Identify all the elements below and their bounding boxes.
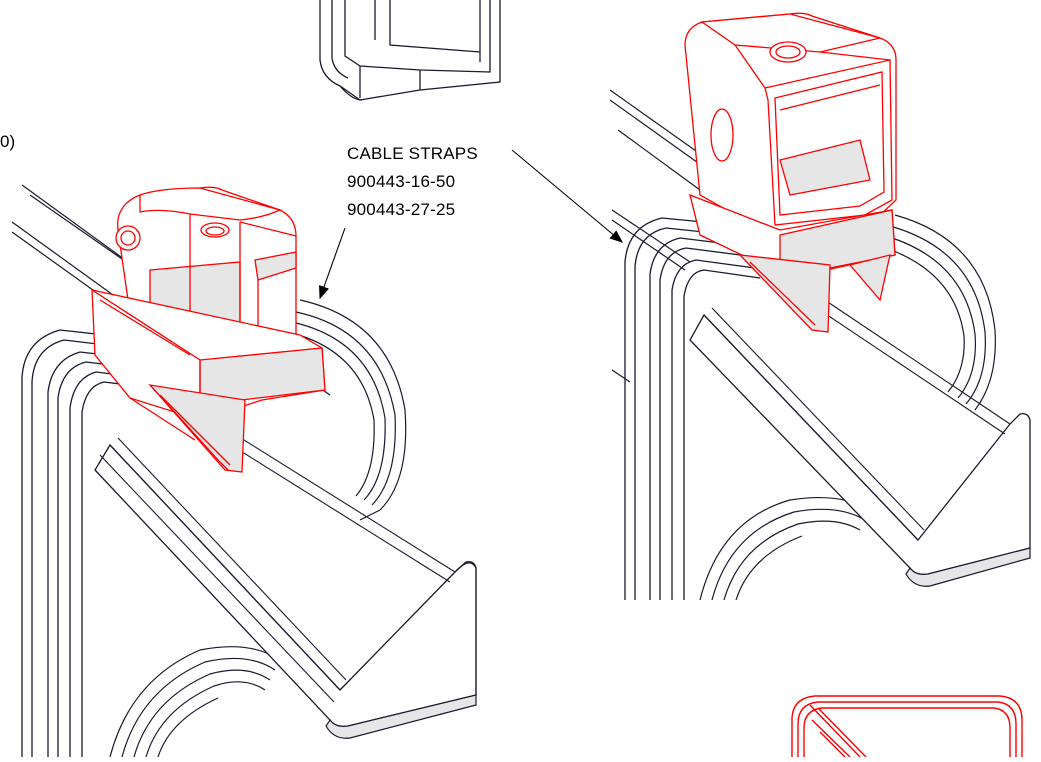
- left-strap-loops: [287, 299, 407, 521]
- right-lower-tube: [699, 496, 871, 601]
- right-angle-iron: [689, 269, 1031, 587]
- bottom-right-red-partial: [791, 695, 1023, 758]
- right-strap-loops: [879, 214, 996, 411]
- right-red-bracket: [684, 12, 897, 333]
- left-assembly: [11, 184, 477, 758]
- cropped-edge-label: 0): [0, 132, 16, 151]
- left-lower-tube: [109, 646, 281, 758]
- left-u-strap: [21, 329, 171, 757]
- callout-part-number-2: 900443-27-25: [347, 200, 456, 219]
- callout-arrow-right: [511, 149, 624, 243]
- right-assembly: [609, 12, 1031, 601]
- cable-straps-callout: CABLE STRAPS 900443-16-50 900443-27-25: [347, 140, 478, 224]
- left-red-bracket: [91, 186, 326, 473]
- callout-arrows: [319, 149, 624, 300]
- callout-arrow-left: [319, 227, 346, 300]
- right-u-strap: [624, 217, 761, 600]
- left-angle-iron: [94, 399, 477, 739]
- top-partial-part: [319, 0, 501, 101]
- callout-part-number-1: 900443-16-50: [347, 172, 456, 191]
- callout-title: CABLE STRAPS: [347, 144, 478, 163]
